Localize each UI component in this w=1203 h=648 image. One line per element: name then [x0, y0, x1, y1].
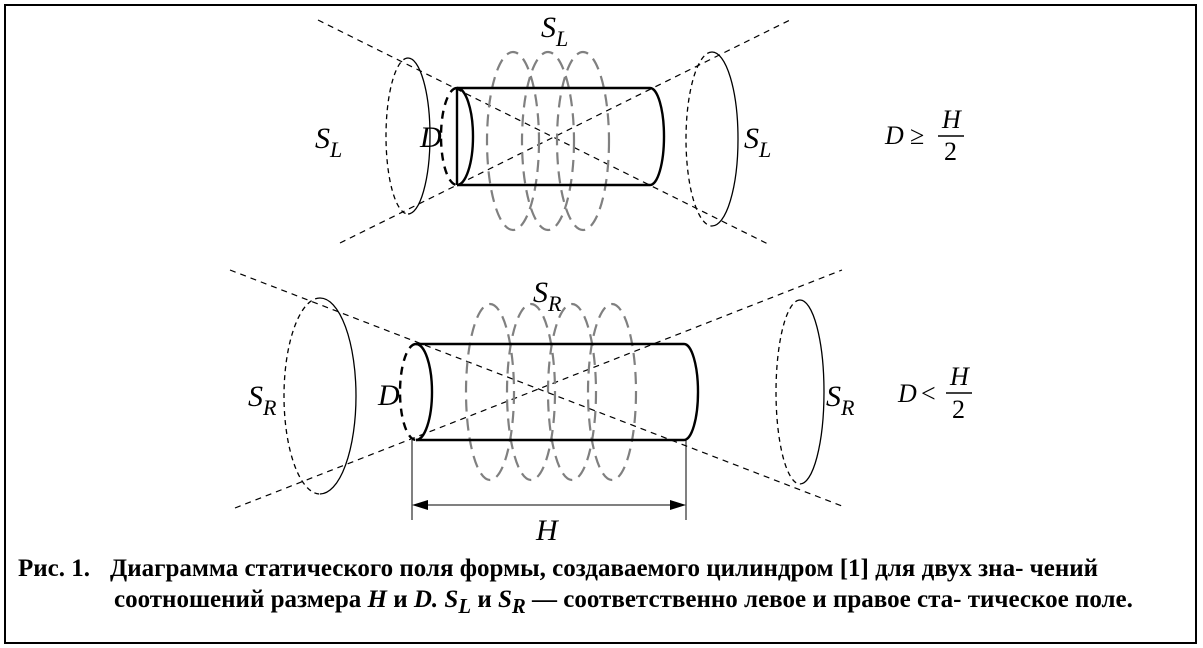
bottom-left-field-back	[283, 297, 321, 495]
top-right-field-back	[685, 51, 713, 227]
top-formula-d: D	[884, 121, 904, 150]
cylinder-field-diagram: SL SL SL D D ≥ H 2	[229, 11, 972, 547]
top-formula-two: 2	[944, 137, 957, 166]
top-left-field-front	[407, 57, 431, 215]
top-label-s-top: SL	[541, 11, 568, 51]
top-formula: D ≥ H 2	[884, 105, 964, 166]
caption-var-h: H	[367, 586, 387, 613]
bottom-label-diameter: D	[377, 379, 400, 412]
bottom-label-s-right: SR	[826, 380, 855, 420]
top-formula-h: H	[941, 105, 962, 134]
bottom-right-field-back	[775, 299, 801, 485]
top-cylinder-left-cap-front	[456, 86, 475, 187]
caption-text-1: Диаграмма статического поля формы, созда…	[110, 555, 1024, 582]
caption-text-3: — соответственно левое и правое ста-	[532, 586, 962, 613]
top-cylinder-right-cap	[649, 86, 666, 187]
dimension-arrow-left-icon	[412, 500, 428, 510]
top-left-field-back	[385, 57, 409, 215]
caption-var-d: D.	[413, 586, 439, 613]
bottom-ring-1	[464, 302, 516, 482]
bottom-ring-4	[586, 302, 638, 482]
figure-frame	[4, 4, 1197, 644]
top-diagonal-line-1	[317, 19, 771, 246]
bottom-formula-h: H	[949, 362, 970, 391]
caption-label: Рис. 1.	[18, 555, 91, 582]
top-cylinder-left-cap-back	[439, 86, 458, 187]
top-label-diameter: D	[419, 121, 442, 154]
bottom-formula-d: D	[897, 379, 917, 408]
top-right-field-front	[711, 51, 739, 227]
bottom-label-s-top: SR	[533, 276, 562, 316]
caption-text-2: чений соотношений размера	[114, 555, 1099, 613]
bottom-cylinder-right-cap	[683, 342, 700, 442]
bottom-formula-lt: <	[921, 379, 936, 408]
bottom-cylinder-left-cap-back	[398, 342, 417, 442]
caption-conj-1: и	[393, 586, 408, 613]
caption-body: Диаграмма статического поля формы, созда…	[18, 553, 1188, 622]
caption-conj-2: и	[477, 586, 492, 613]
bottom-diagonal-line-2	[234, 269, 843, 509]
bottom-ring-3	[546, 302, 598, 482]
caption-text-4: тическое поле.	[967, 586, 1133, 613]
figure-caption: Рис. 1. Диаграмма статического поля форм…	[18, 553, 1188, 622]
bottom-cylinder-left-cap-front	[415, 342, 434, 442]
top-diagram: SL SL SL D D ≥ H 2	[315, 11, 964, 246]
top-ring-1	[485, 50, 541, 232]
dimension-arrow-right-icon	[670, 500, 686, 510]
bottom-right-field-front	[799, 299, 825, 485]
caption-s-l: SL	[444, 586, 472, 618]
top-label-s-right: SL	[744, 122, 771, 162]
bottom-diagram: SR SR SR D H D < H 2	[229, 269, 972, 547]
bottom-label-height: H	[535, 514, 560, 547]
top-formula-ge: ≥	[910, 121, 924, 150]
caption-s-r: SR	[497, 586, 526, 618]
bottom-formula: D < H 2	[897, 362, 972, 424]
bottom-label-s-left: SR	[248, 380, 277, 420]
top-label-s-left: SL	[315, 122, 342, 162]
bottom-ring-2	[505, 302, 557, 482]
bottom-left-field-front	[319, 297, 357, 495]
top-ring-3	[555, 50, 611, 232]
bottom-formula-two: 2	[952, 395, 965, 424]
top-diagonal-line-2	[339, 19, 791, 244]
top-ring-2	[520, 50, 576, 232]
